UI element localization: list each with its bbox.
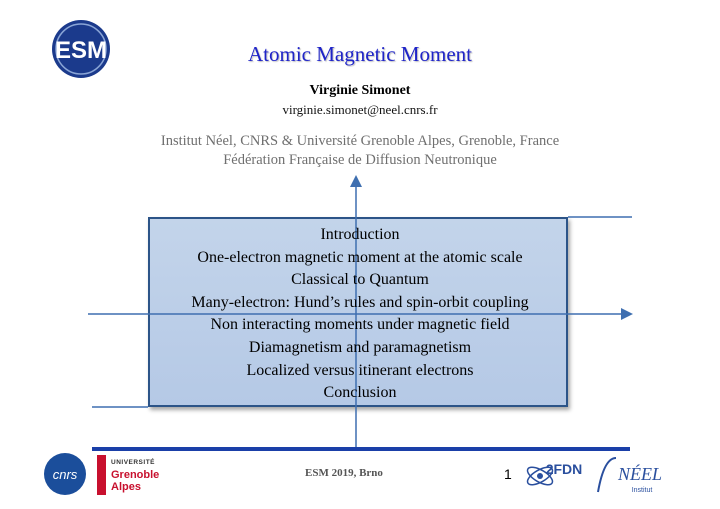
uga-logo-text: UNIVERSITÉ: [111, 459, 156, 466]
outline-item: One-electron magnetic moment at the atom…: [197, 248, 523, 266]
fdn-logo: 2FDN: [526, 461, 583, 486]
outline-item: Introduction: [320, 226, 400, 243]
outline-item: Classical to Quantum: [291, 271, 429, 289]
uga-logo-text: Alpes: [111, 481, 141, 493]
page-number: 1: [504, 466, 512, 482]
svg-text:cnrs: cnrs: [53, 467, 78, 482]
uga-logo-bar: [97, 455, 106, 495]
author-name: Virginie Simonet: [309, 83, 411, 98]
outline-item: Non interacting moments under magnetic f…: [210, 316, 510, 334]
footer-rule: [92, 447, 630, 451]
affiliation-line-1: Institut Néel, CNRS & Université Grenobl…: [160, 133, 560, 149]
esm-logo: ESM: [52, 20, 110, 78]
svg-text:2FDN: 2FDN: [546, 461, 583, 477]
outline-item: Conclusion: [323, 384, 397, 402]
outline-item: Localized versus itinerant electrons: [246, 361, 474, 379]
footer-event: ESM 2019, Brno: [305, 467, 383, 479]
uga-logo-text: Grenoble: [111, 469, 160, 481]
neel-institut-logo: NÉEL Institut: [597, 457, 662, 494]
slide-title: Atomic Magnetic Moment: [248, 42, 472, 66]
svg-text:ESM: ESM: [55, 37, 107, 64]
outline-list: Introduction One-electron magnetic momen…: [140, 224, 580, 405]
outline-item: Many-electron: Hund’s rules and spin-orb…: [191, 293, 529, 311]
cnrs-logo: cnrs: [44, 453, 86, 495]
svg-text:NÉEL: NÉEL: [617, 463, 662, 484]
svg-text:Institut: Institut: [632, 487, 653, 494]
affiliation-line-2: Fédération Française de Diffusion Neutro…: [223, 152, 497, 168]
author-email: virginie.simonet@neel.cnrs.fr: [282, 102, 438, 117]
outline-item: Diamagnetism and paramagnetism: [248, 338, 472, 356]
outline-box: [148, 217, 568, 407]
